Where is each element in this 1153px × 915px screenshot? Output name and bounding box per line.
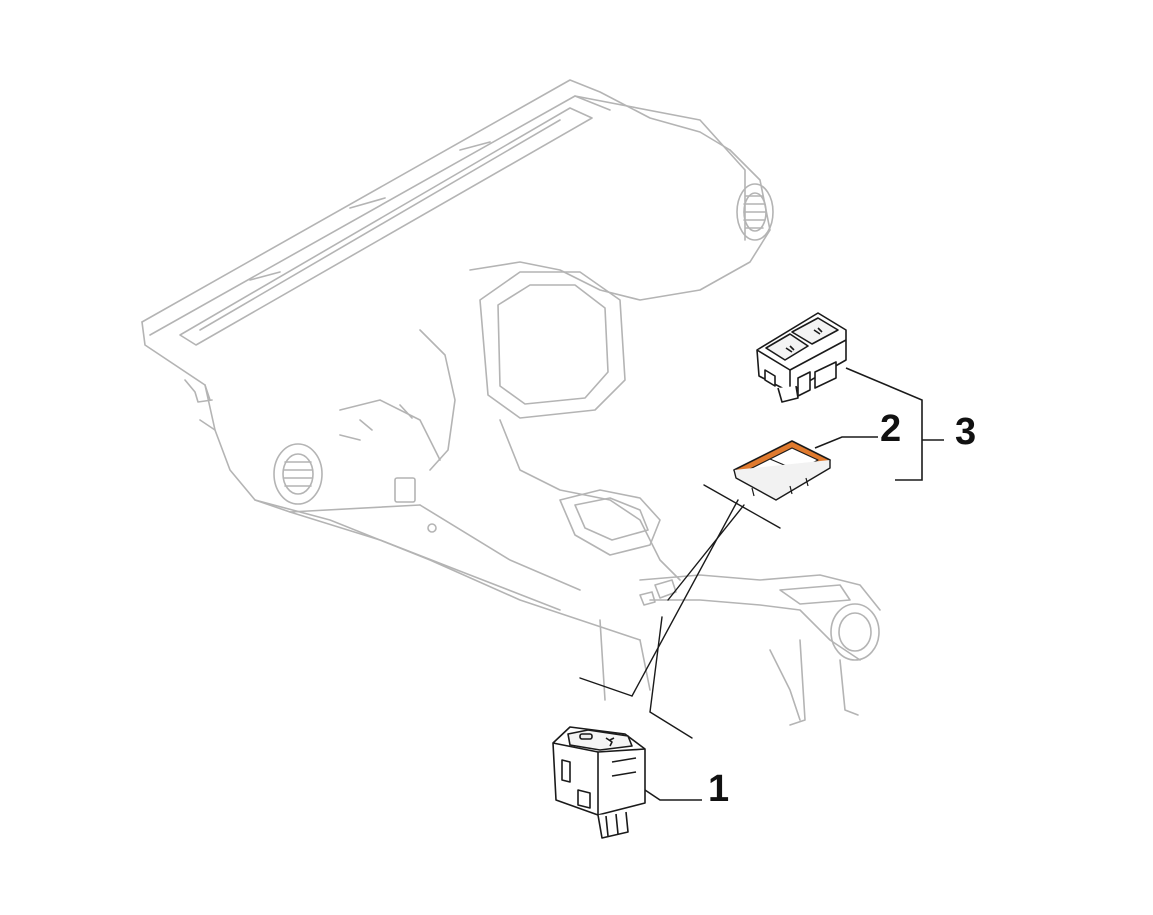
part-2-leader [814,436,878,449]
callout-1: 1 [708,768,730,810]
part-2-bezel-frame [733,440,831,501]
callout-3: 3 [955,411,977,453]
part-1-single-switch [552,726,646,839]
part-3-bracket [845,367,944,481]
dashboard-outline [141,79,881,726]
leader-lines [579,484,781,739]
part-1-leader [644,789,702,801]
callout-2: 2 [880,408,902,450]
part-3-dual-switch [756,312,847,403]
